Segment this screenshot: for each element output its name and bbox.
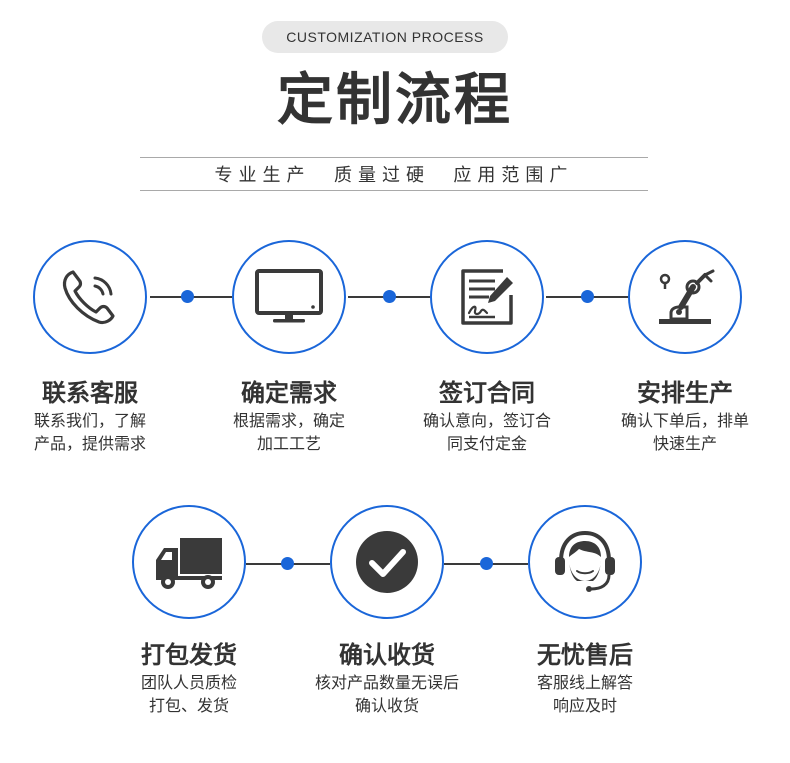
step-desc: 确认下单后，排单 [620, 411, 749, 430]
connector-dot [181, 290, 194, 303]
step-desc: 客服线上解答 [536, 673, 633, 692]
step-desc: 联系我们，了解 [33, 411, 146, 430]
step-desc: 产品，提供需求 [33, 434, 146, 453]
contract-icon [461, 269, 513, 325]
headset-icon [555, 530, 615, 592]
step-desc: 确认收货 [354, 696, 419, 715]
step-desc: 响应及时 [552, 696, 617, 715]
step-title: 联系客服 [42, 379, 138, 407]
connector-dot [480, 557, 493, 570]
truck-icon [156, 538, 222, 589]
english-title-pill: CUSTOMIZATION PROCESS [262, 21, 508, 53]
step-desc: 加工工艺 [256, 434, 321, 453]
step-circle-contact [33, 240, 147, 354]
connector-dot [581, 290, 594, 303]
step-desc: 核对产品数量无误后 [314, 673, 459, 692]
step-circle-shipping [132, 505, 246, 619]
step-title: 确定需求 [241, 379, 337, 407]
connector-dot [281, 557, 294, 570]
subtitle-top-rule [140, 157, 648, 158]
connector-dot [383, 290, 396, 303]
step-circle-requirements [232, 240, 346, 354]
english-title: CUSTOMIZATION PROCESS [286, 29, 484, 45]
subtitle-bottom-rule [140, 190, 648, 191]
step-title: 确认收货 [339, 641, 435, 669]
step-circle-contract [430, 240, 544, 354]
step-circle-receipt [330, 505, 444, 619]
step-title: 无忧售后 [537, 641, 633, 669]
step-desc: 确认意向，签订合 [422, 411, 551, 430]
step-desc: 打包、发货 [148, 696, 229, 715]
step-desc: 根据需求，确定 [232, 411, 345, 430]
step-desc: 快速生产 [652, 434, 717, 453]
step-desc: 同支付定金 [446, 434, 527, 453]
step-title: 签订合同 [439, 379, 535, 407]
step-title: 安排生产 [637, 379, 733, 407]
step-circle-after-sales [528, 505, 642, 619]
page-title: 定制流程 [277, 68, 513, 133]
step-desc: 团队人员质检 [140, 673, 237, 692]
step-circle-production [628, 240, 742, 354]
monitor-icon [255, 269, 323, 323]
page-subtitle: 专业生产 质量过硬 应用范围广 [214, 165, 574, 186]
robot-arm-icon [659, 269, 715, 324]
checkmark-icon [356, 531, 418, 593]
phone-icon [62, 270, 115, 325]
step-title: 打包发货 [141, 641, 237, 669]
